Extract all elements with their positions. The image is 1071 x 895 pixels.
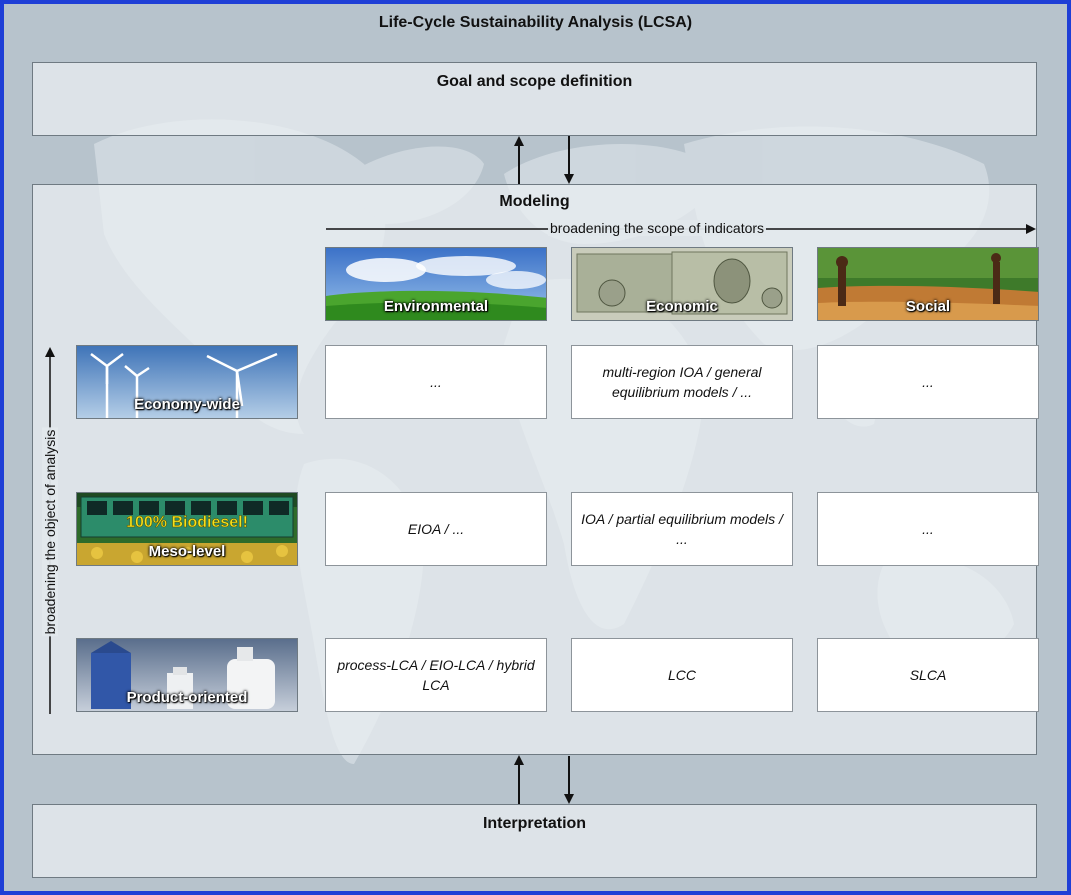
cell-meso-environmental: EIOA / ... xyxy=(325,492,547,566)
column-environmental: Environmental xyxy=(325,247,547,321)
cell-product-social: SLCA xyxy=(817,638,1039,712)
row-meso-level-label: Meso-level xyxy=(148,543,226,560)
main-title: Life-Cycle Sustainability Analysis (LCSA… xyxy=(378,14,693,31)
row-meso-level: 100% Biodiesel! Meso-level xyxy=(76,492,298,566)
interpretation-title: Interpretation xyxy=(482,815,587,832)
indicators-axis-label: broadening the scope of indicators xyxy=(548,220,767,236)
row-economy-wide-label: Economy-wide xyxy=(134,396,240,413)
dollar-bills-image xyxy=(572,248,792,320)
people-river-image xyxy=(818,248,1038,320)
biodiesel-bus-image: 100% Biodiesel! xyxy=(77,493,297,565)
connector-arrows xyxy=(45,136,1036,804)
interpretation-panel: Interpretation xyxy=(32,804,1037,878)
cell-economy-economic: multi-region IOA / general equilibrium m… xyxy=(571,345,793,419)
row-product-oriented: Product-oriented xyxy=(76,638,298,712)
object-axis-label: broadening the object of analysis xyxy=(42,427,58,637)
goal-scope-title: Goal and scope definition xyxy=(436,73,633,90)
column-social: Social xyxy=(817,247,1039,321)
modeling-title: Modeling xyxy=(499,193,570,210)
banner-text: 100% Biodiesel! xyxy=(126,514,248,531)
goal-scope-panel: Goal and scope definition xyxy=(32,62,1037,136)
cell-product-economic: LCC xyxy=(571,638,793,712)
product-packages-image xyxy=(77,639,297,711)
column-economic: Economic xyxy=(571,247,793,321)
sky-grass-image xyxy=(326,248,546,320)
wind-turbines-image xyxy=(77,346,297,418)
column-social-label: Social xyxy=(905,298,951,315)
column-economic-label: Economic xyxy=(646,298,718,315)
row-economy-wide: Economy-wide xyxy=(76,345,298,419)
cell-meso-economic: IOA / partial equilibrium models / ... xyxy=(571,492,793,566)
cell-product-environmental: process-LCA / EIO-LCA / hybrid LCA xyxy=(325,638,547,712)
column-environmental-label: Environmental xyxy=(383,298,489,315)
cell-economy-social: ... xyxy=(817,345,1039,419)
row-product-oriented-label: Product-oriented xyxy=(126,689,248,706)
cell-economy-environmental: ... xyxy=(325,345,547,419)
cell-meso-social: ... xyxy=(817,492,1039,566)
